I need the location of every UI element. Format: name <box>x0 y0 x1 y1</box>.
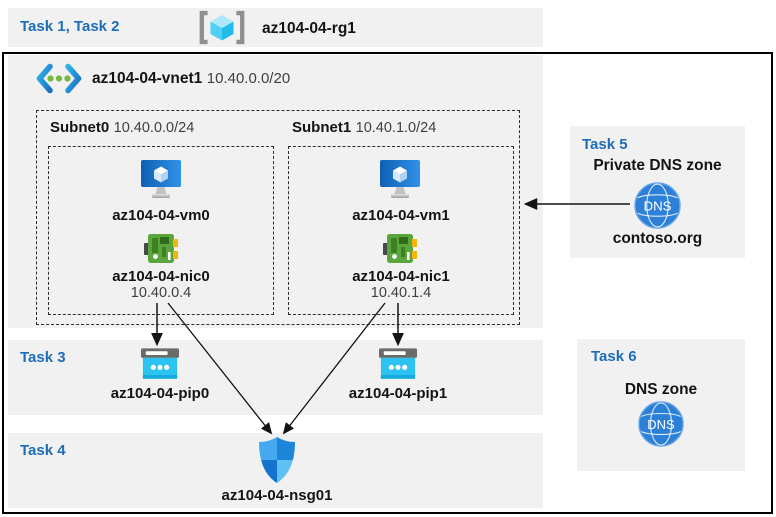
virtual-machine-icon <box>379 159 421 202</box>
nic0-label: az104-04-nic0 <box>112 268 210 285</box>
network-interface-icon <box>143 230 179 267</box>
public-ip-icon <box>141 348 179 381</box>
task-3-band: Task 3 <box>8 340 543 415</box>
vm0-label: az104-04-vm0 <box>112 207 210 224</box>
task-4-label: Task 4 <box>20 442 66 459</box>
resource-group-icon <box>197 10 247 45</box>
subnet1-title: Subnet1 10.40.1.0/24 <box>292 119 436 137</box>
task-5-label: Task 5 <box>582 136 628 153</box>
network-interface-icon <box>382 230 418 267</box>
subnet1-name: Subnet1 <box>292 119 352 136</box>
subnet1-cidr: 10.40.1.0/24 <box>355 120 437 136</box>
task-1-2-label: Task 1, Task 2 <box>20 18 120 35</box>
public-ip-icon <box>379 348 417 381</box>
dns-zone-icon: DNS <box>638 401 684 447</box>
vnet-title: az104-04-vnet1 10.40.0.0/20 <box>92 70 290 88</box>
nsg-label: az104-04-nsg01 <box>221 487 333 504</box>
virtual-network-icon <box>36 63 82 94</box>
nic1-ip: 10.40.1.4 <box>370 285 432 301</box>
subnet0-box <box>48 146 274 315</box>
svg-text:DNS: DNS <box>643 199 671 214</box>
task-6-label: Task 6 <box>591 348 637 365</box>
nic1-label: az104-04-nic1 <box>352 268 450 285</box>
task-6-box: Task 6 DNS zone DNS <box>577 339 745 471</box>
dns-zone-title: DNS zone <box>624 381 698 398</box>
svg-text:DNS: DNS <box>647 417 675 432</box>
subnet0-cidr: 10.40.0.0/24 <box>113 120 195 136</box>
resource-group-name: az104-04-rg1 <box>262 20 356 37</box>
nic0-ip: 10.40.0.4 <box>130 285 192 301</box>
task-1-2-band: Task 1, Task 2 az104-04-rg1 <box>8 8 543 47</box>
pip1-label: az104-04-pip1 <box>348 385 448 402</box>
subnet0-title: Subnet0 10.40.0.0/24 <box>50 119 194 137</box>
subnet0-name: Subnet0 <box>50 119 110 136</box>
vnet-panel <box>8 55 543 328</box>
task-3-label: Task 3 <box>20 349 66 366</box>
private-dns-zone-title: Private DNS zone <box>593 157 722 174</box>
private-dns-zone-name: contoso.org <box>612 230 703 247</box>
task-5-box: Task 5 Private DNS zone DNS contoso.org <box>570 126 745 258</box>
dns-zone-icon: DNS <box>634 182 681 229</box>
subnets-container-box <box>36 110 520 325</box>
vnet-name: az104-04-vnet1 <box>92 70 203 87</box>
pip0-label: az104-04-pip0 <box>110 385 210 402</box>
network-security-group-icon <box>257 436 297 484</box>
subnet1-box <box>288 146 514 315</box>
vm1-label: az104-04-vm1 <box>352 207 450 224</box>
virtual-machine-icon <box>140 159 182 202</box>
vnet-cidr: 10.40.0.0/20 <box>206 70 291 87</box>
